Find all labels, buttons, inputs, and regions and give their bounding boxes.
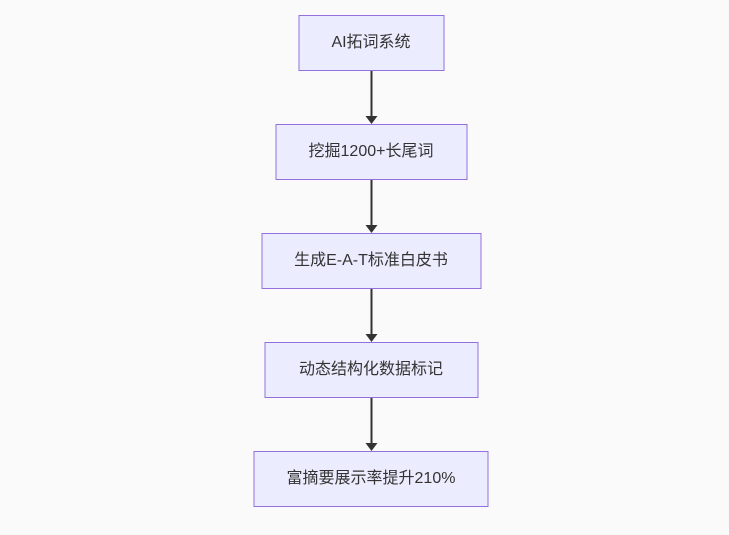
flow-node-structured-data-markup: 动态结构化数据标记 [264,342,478,398]
flow-arrow-2 [365,180,377,233]
flow-node-eat-whitepaper: 生成E-A-T标准白皮书 [261,233,481,289]
arrow-line [370,71,372,117]
flow-node-label: 动态结构化数据标记 [298,361,443,379]
flow-node-ai-word-expansion: AI拓词系统 [298,15,444,71]
arrow-line [370,180,372,226]
arrowhead-icon [365,334,377,342]
flow-arrow-4 [365,398,377,451]
flow-node-label: AI拓词系统 [331,34,411,52]
flow-arrow-3 [365,289,377,342]
arrowhead-icon [365,225,377,233]
flow-node-label: 富摘要展示率提升210% [286,470,456,488]
flowchart: AI拓词系统 挖掘1200+长尾词 生成E-A-T标准白皮书 动态结构化数据标记… [253,15,489,507]
flow-node-longtail-mining: 挖掘1200+长尾词 [275,124,467,180]
arrow-line [370,289,372,335]
arrow-line [370,398,372,444]
arrowhead-icon [365,443,377,451]
flow-node-label: 生成E-A-T标准白皮书 [294,252,448,270]
flow-arrow-1 [365,71,377,124]
flow-node-label: 挖掘1200+长尾词 [308,143,434,161]
arrowhead-icon [365,116,377,124]
flow-node-rich-snippet-result: 富摘要展示率提升210% [253,451,489,507]
